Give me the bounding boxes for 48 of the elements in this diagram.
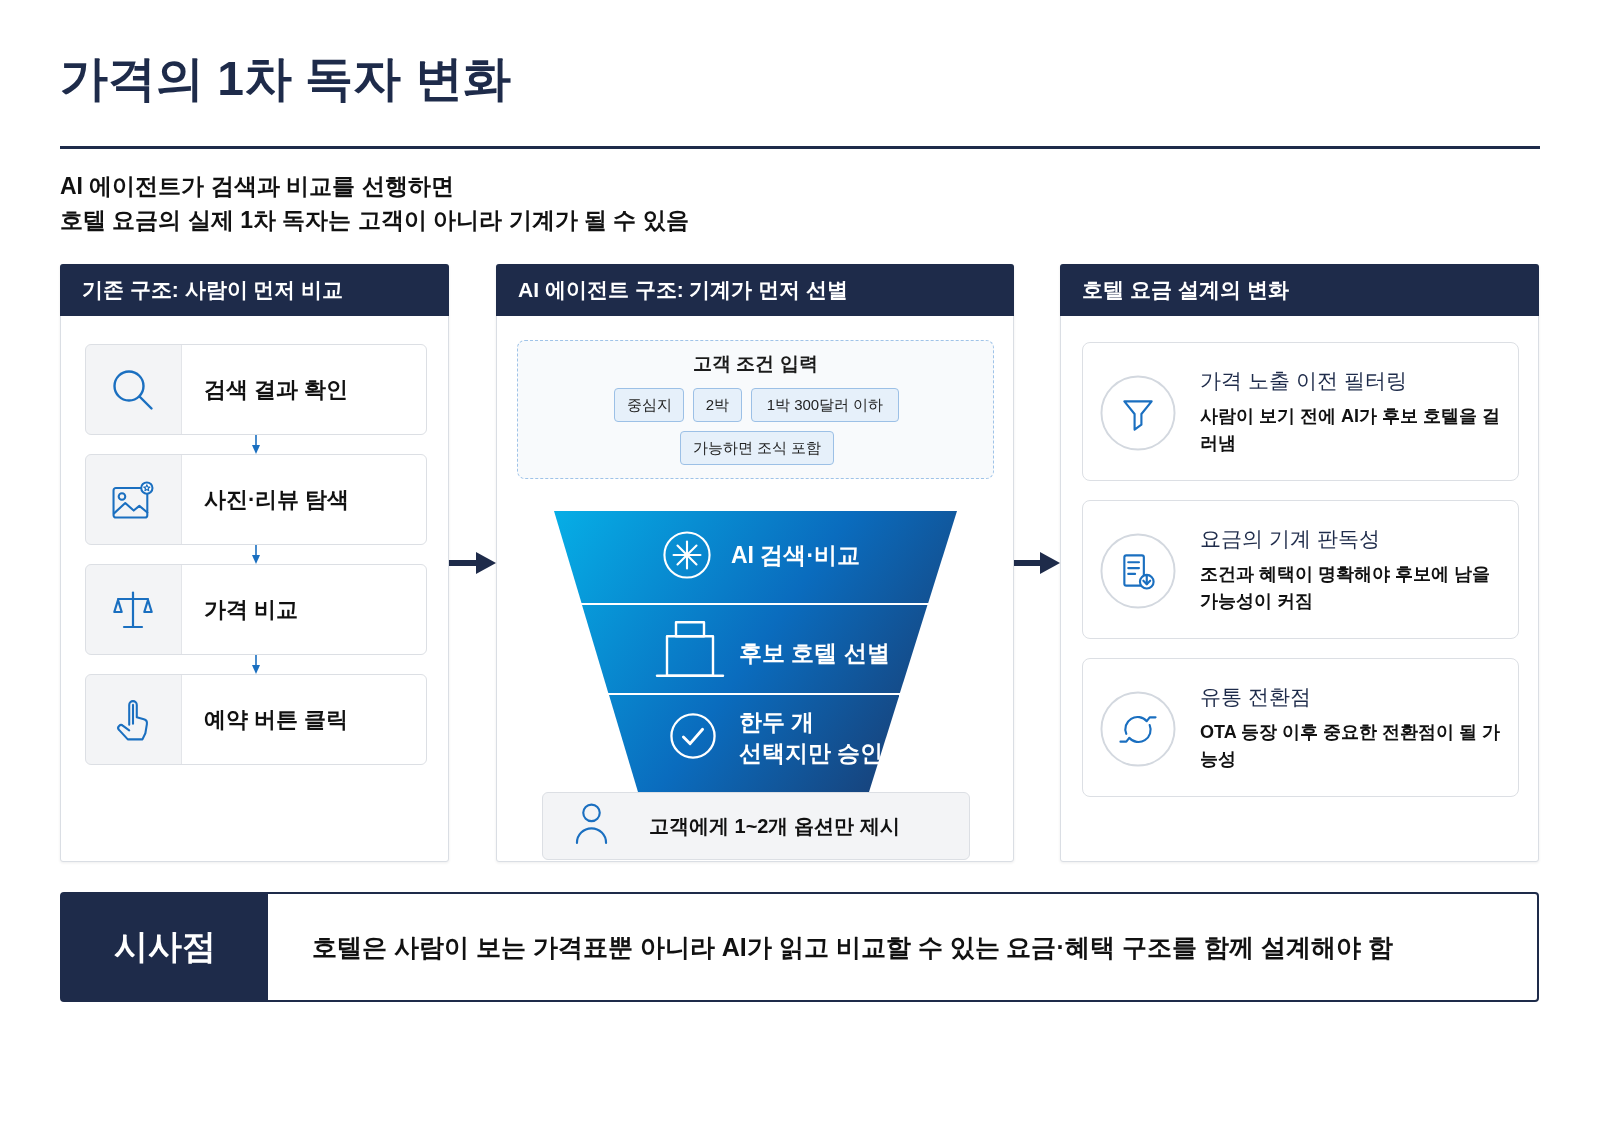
condition-chip: 중심지: [614, 388, 684, 422]
arrow: [449, 552, 496, 574]
step-label: 사진·리뷰 탐색: [204, 485, 350, 514]
panel-header: 호텔 요금 설계의 변화: [1060, 264, 1539, 316]
card-text: OTA 등장 이후 중요한 전환점이 될 가능성: [1200, 721, 1501, 771]
takeaway-box: [60, 892, 1539, 1002]
subtitle-text: AI 에이전트가 검색과 비교를 선행하면: [60, 172, 454, 200]
funnel-label: 한두 개 선택지만 승인: [739, 708, 885, 768]
page-title: 가격의 1차 독자 변화: [60, 51, 511, 107]
card-title: 요금의 기계 판독성: [1200, 526, 1380, 552]
funnel-layer: [609, 695, 900, 792]
arrow: [252, 654, 260, 674]
takeaway-text: 호텔은 사람이 보는 가격표뿐 아니라 AI가 읽고 비교할 수 있는 요금·혜택 구조를 함께 설계해야 함: [312, 932, 1393, 963]
card-title: 유통 전환점: [1200, 684, 1311, 710]
step-label: 검색 결과 확인: [204, 375, 349, 404]
step-label: 예약 버튼 클릭: [204, 705, 349, 734]
result-box: [542, 792, 970, 860]
panel-header: AI 에이전트 구조: 기계가 먼저 선별: [496, 264, 1014, 316]
card-text: 조건과 혜택이 명확해야 후보에 남을 가능성이 커짐: [1200, 563, 1491, 613]
panel-card: [1060, 264, 1539, 862]
input-panel: [517, 340, 994, 479]
step-label: 가격 비교: [204, 595, 299, 624]
arrow: [252, 434, 260, 454]
funnel-label: AI 검색·비교: [731, 540, 861, 570]
panel-header: 기존 구조: 사람이 먼저 비교: [60, 264, 449, 316]
panel-card: [496, 264, 1014, 862]
arrow: [252, 544, 260, 564]
condition-chip: 2박: [693, 388, 742, 422]
step-card: [85, 564, 427, 655]
condition-chip: 가능하면 조식 포함: [680, 431, 834, 465]
step-card: [85, 344, 427, 435]
info-card: [1082, 342, 1519, 481]
funnel-layer: [554, 511, 957, 603]
card-text: 사람이 보기 전에 AI가 후보 호텔을 걸러냄: [1200, 405, 1501, 455]
card-title: 가격 노출 이전 필터링: [1200, 368, 1407, 394]
input-heading: 고객 조건 입력: [693, 352, 818, 376]
result-text: 고객에게 1~2개 옵션만 제시: [649, 814, 900, 839]
info-card: [1082, 500, 1519, 639]
condition-chip: 1박 300달러 이하: [751, 388, 899, 422]
funnel-layer: [582, 605, 928, 693]
funnel-label: 후보 호텔 선별: [739, 638, 890, 668]
step-card: [85, 674, 427, 765]
arrow: [1014, 552, 1060, 574]
takeaway-heading: 시사점: [61, 893, 268, 1001]
step-card: [85, 454, 427, 545]
info-card: [1082, 658, 1519, 797]
subtitle-text: 호텔 요금의 실제 1차 독자는 고객이 아니라 기계가 될 수 있음: [60, 206, 689, 234]
panel-card: [60, 264, 449, 862]
